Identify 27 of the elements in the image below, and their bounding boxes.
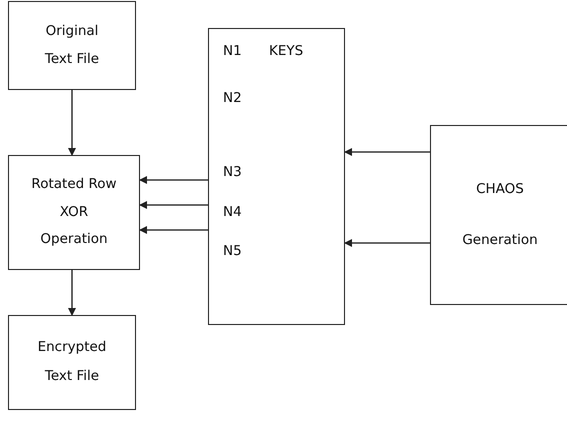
- arrow: [139, 201, 208, 209]
- box-label: N2: [223, 92, 242, 106]
- arrow: [68, 90, 76, 156]
- box-label: N3: [223, 166, 242, 180]
- process-box: [208, 28, 345, 325]
- box-label: Generation: [462, 234, 538, 247]
- arrow: [68, 270, 76, 316]
- box-label: Rotated Row: [31, 178, 117, 192]
- box-label: CHAOS: [476, 183, 524, 196]
- box-label: N5: [223, 245, 242, 258]
- box-label: Original: [46, 24, 98, 38]
- process-box: [8, 1, 136, 90]
- box-label: Text File: [44, 52, 100, 66]
- process-box: [8, 155, 140, 270]
- process-box: [430, 125, 567, 305]
- arrow: [139, 226, 208, 234]
- box-label: Operation: [40, 233, 108, 247]
- box-label: Text File: [44, 370, 100, 384]
- box-label: XOR: [60, 206, 88, 220]
- process-box: [8, 315, 136, 410]
- box-label: KEYS: [269, 45, 304, 58]
- box-label: N4: [223, 206, 242, 220]
- box-label: Encrypted: [38, 341, 106, 355]
- arrow: [139, 176, 208, 184]
- arrow: [344, 239, 430, 247]
- box-label: N1: [223, 45, 242, 58]
- arrow: [344, 148, 430, 156]
